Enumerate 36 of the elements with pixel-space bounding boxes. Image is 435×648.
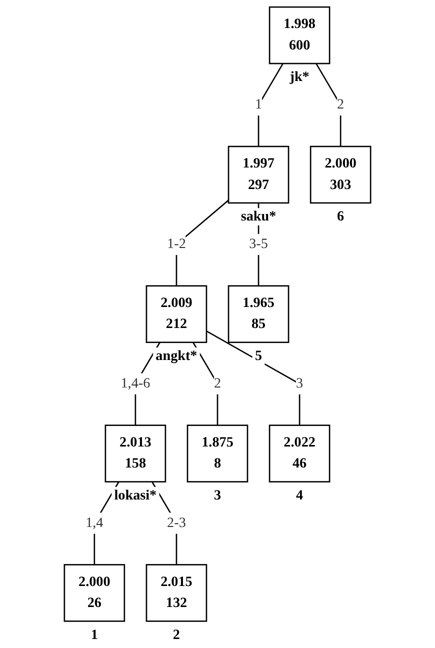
node-label: jk* <box>290 69 310 86</box>
node-label: 1 <box>90 626 98 643</box>
node-box: 2.009 212 <box>146 285 208 344</box>
node-box: 1.965 85 <box>228 285 290 344</box>
edge-label: 1,4-6 <box>120 376 150 391</box>
connector <box>94 481 120 565</box>
edge-label: 1-2 <box>167 236 186 252</box>
edge-label: 2 <box>214 376 222 391</box>
node-label: 4 <box>296 487 304 504</box>
edge-label: 1 <box>255 97 262 112</box>
node-box: 1.998 600 <box>268 6 330 64</box>
node-box: 2.013 158 <box>104 424 166 482</box>
node-label: saku* <box>240 208 276 225</box>
node-box: 2.022 46 <box>268 424 330 482</box>
connector <box>176 200 229 286</box>
node-box: 2.000 26 <box>64 564 126 622</box>
node-label: 3 <box>214 487 222 504</box>
node-label: lokasi* <box>114 487 157 504</box>
connector <box>192 342 218 426</box>
connector <box>258 63 284 146</box>
connector <box>316 63 342 146</box>
node-label: angkt* <box>156 348 198 364</box>
edge-label: 3-5 <box>249 236 268 252</box>
node-box: 1.875 8 <box>186 424 248 482</box>
node-box: 2.000 303 <box>310 146 372 204</box>
edge-label: 2-3 <box>167 515 186 530</box>
edge-label: 3 <box>296 376 304 391</box>
node-label: 6 <box>337 208 344 225</box>
connector <box>151 481 178 565</box>
node-box: 1.997 297 <box>228 146 290 204</box>
edge-label: 1,4 <box>86 515 104 530</box>
node-box: 2.015 132 <box>146 564 208 622</box>
node-label: 5 <box>255 348 262 364</box>
connector <box>206 330 300 426</box>
edge-label: 2 <box>337 97 344 112</box>
node-label: 2 <box>172 626 180 643</box>
